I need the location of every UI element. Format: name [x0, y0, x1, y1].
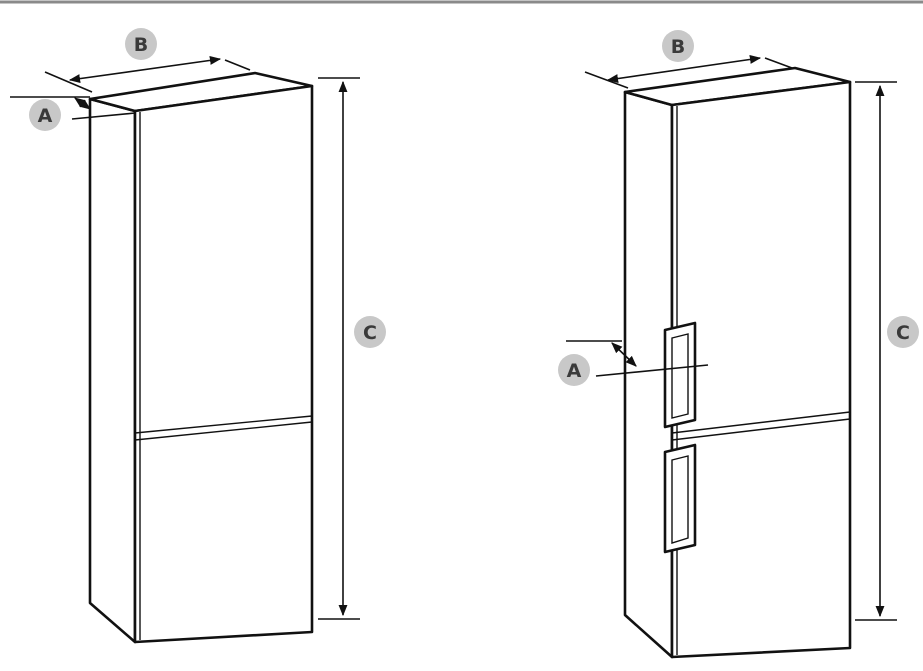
fridge-left-dim-b-ext-right: [224, 59, 251, 71]
fridge-left-badge-c: [354, 316, 386, 348]
fridge-right-dim-a-ext-bottom: [595, 364, 709, 377]
fridge-right-dim-a-arrow: [611, 342, 637, 367]
fridge-left-dim-b-arrow: [68, 55, 222, 84]
fridge-right-lower-handle: [663, 443, 697, 554]
fridge-right-dim-b-arrow: [606, 55, 762, 83]
fridge-left-front: [133, 84, 314, 644]
fridge-right-badge-b: [662, 30, 694, 62]
fridge-left-dim-a-ext-bottom: [71, 112, 136, 120]
fridge-left-badge-a: [29, 99, 61, 131]
fridge-right-upper-handle: [663, 321, 697, 429]
fridge-right-door-split-2: [671, 418, 851, 441]
fridge-left-label-b: B: [134, 34, 148, 56]
fridge-right-label-a: A: [567, 360, 582, 382]
fridge-right-badge-a: [558, 354, 590, 386]
fridge-left: B A C: [10, 28, 386, 644]
fridge-left-door-split: [134, 415, 313, 434]
fridge-right-lower-handle-inner: [671, 455, 689, 544]
fridge-left-label-c: C: [363, 322, 377, 344]
fridge-left-dim-b-ext-left: [44, 71, 93, 93]
fridge-right-door-split: [671, 411, 851, 434]
fridge-right-front: [670, 80, 852, 659]
fridge-left-badge-b: [125, 28, 157, 60]
fridge-right: B A C: [558, 30, 919, 659]
fridge-left-dim-a-arrow: [74, 97, 91, 110]
fridge-left-door-split-2: [134, 421, 313, 441]
fridge-right-label-c: C: [896, 322, 910, 344]
fridge-right-dim-b-ext-left: [584, 71, 629, 89]
fridge-left-side: [88, 97, 137, 644]
fridge-left-label-a: A: [38, 105, 53, 127]
fridge-right-dim-b-ext-right: [764, 57, 793, 69]
fridge-right-label-b: B: [671, 36, 685, 58]
fridge-right-upper-handle-inner: [671, 333, 689, 419]
fridge-right-badge-c: [887, 316, 919, 348]
